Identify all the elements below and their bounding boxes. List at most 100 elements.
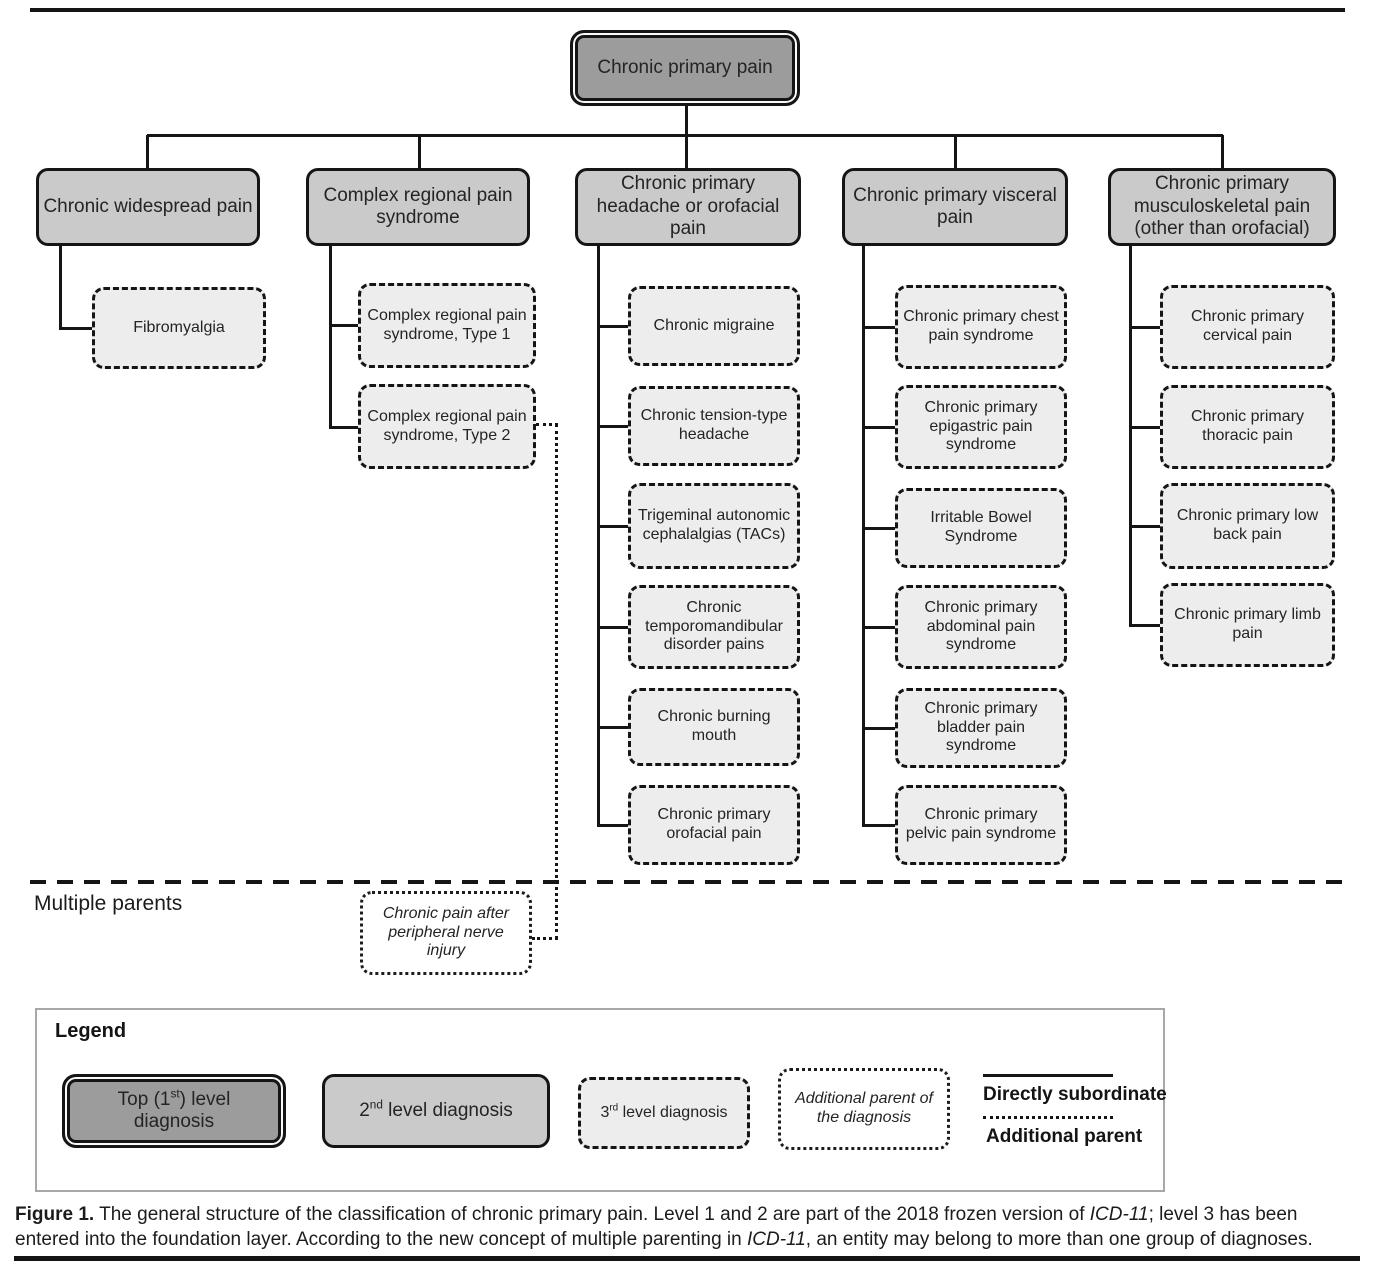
solid-connector	[598, 525, 628, 528]
chronic-primary-thoracic-pain-node: Chronic primary thoracic pain	[1160, 385, 1335, 469]
chronic-migraine-node: Chronic migraine	[628, 286, 800, 366]
legend-3rd-level-diagnosis-label: 3rd level diagnosis	[600, 1102, 728, 1121]
bottom-rule	[14, 1256, 1360, 1261]
complex-regional-pain-syndrome-node: Complex regional pain syndrome	[306, 168, 530, 246]
solid-connector	[598, 824, 628, 827]
chronic-primary-abdominal-pain-syndrome-label: Chronic primary abdominal pain syndrome	[924, 598, 1038, 654]
legend-3rd-level-diagnosis-node: 3rd level diagnosis	[578, 1077, 750, 1149]
solid-connector	[954, 135, 957, 169]
chronic-primary-pelvic-pain-syndrome-label: Chronic primary pelvic pain syndrome	[905, 806, 1057, 842]
chronic-migraine-label: Chronic migraine	[653, 316, 775, 334]
chronic-primary-visceral-pain-label: Chronic primary visceral pain	[853, 184, 1057, 228]
solid-connector	[598, 626, 628, 629]
chronic-temporomandibular-disorder-pains-label: Chronic temporomandibular disorder pains	[645, 598, 783, 654]
chronic-primary-pain-label: Chronic primary pain	[597, 56, 773, 78]
chronic-primary-pelvic-pain-syndrome-node: Chronic primary pelvic pain syndrome	[895, 785, 1067, 865]
chronic-burning-mouth-node: Chronic burning mouth	[628, 688, 800, 766]
solid-connector	[1130, 525, 1160, 528]
complex-regional-pain-syndrome-type-1-label: Complex regional pain syndrome, Type 1	[367, 306, 527, 343]
legend-2nd-level-diagnosis-node: 2nd level diagnosis	[322, 1074, 550, 1148]
chronic-widespread-pain-node: Chronic widespread pain	[36, 168, 260, 246]
chronic-burning-mouth-label: Chronic burning mouth	[657, 708, 771, 744]
solid-connector	[329, 245, 332, 429]
solid-connector	[863, 824, 895, 827]
solid-connector	[146, 135, 149, 169]
solid-connector	[1130, 326, 1160, 329]
additional-parent-label: Additional parent	[986, 1126, 1143, 1147]
chronic-primary-low-back-pain-node: Chronic primary low back pain	[1160, 483, 1335, 569]
solid-connector	[1129, 245, 1132, 627]
chronic-primary-abdominal-pain-syndrome-node: Chronic primary abdominal pain syndrome	[895, 585, 1067, 669]
chronic-temporomandibular-disorder-pains-node: Chronic temporomandibular disorder pains	[628, 585, 800, 669]
solid-connector	[60, 327, 92, 330]
trigeminal-autonomic-cephalalgias-label: Trigeminal autonomic cephalalgias (TACs)	[637, 507, 791, 543]
chronic-primary-cervical-pain-node: Chronic primary cervical pain	[1160, 285, 1335, 369]
solid-connector	[597, 245, 600, 827]
solid-connector	[418, 135, 421, 169]
solid-connector	[147, 134, 1223, 137]
solid-connector	[863, 626, 895, 629]
solid-connector	[598, 425, 628, 428]
legend-additional-parent-of-diagnosis-node: Additional parent of the diagnosis	[778, 1068, 950, 1150]
chronic-primary-bladder-pain-syndrome-node: Chronic primary bladder pain syndrome	[895, 688, 1067, 768]
chronic-primary-chest-pain-syndrome-node: Chronic primary chest pain syndrome	[895, 285, 1067, 369]
dotted-connector	[536, 423, 558, 426]
additional-parent-line-sample	[983, 1116, 1113, 1119]
solid-connector	[863, 727, 895, 730]
chronic-primary-headache-or-orofacial-pain-label: Chronic primary headache or orofacial pa…	[596, 173, 780, 240]
solid-connector	[1130, 426, 1160, 429]
chronic-tension-type-headache-label: Chronic tension-type headache	[640, 407, 788, 443]
legend-top-level-diagnosis-node: Top (1st) level diagnosis	[62, 1074, 286, 1148]
directly-subordinate-label: Directly subordinate	[983, 1084, 1167, 1105]
dotted-connector	[532, 937, 558, 940]
solid-connector	[59, 245, 62, 330]
chronic-primary-low-back-pain-label: Chronic primary low back pain	[1176, 507, 1319, 543]
complex-regional-pain-syndrome-type-2-label: Complex regional pain syndrome, Type 2	[367, 407, 527, 444]
chronic-primary-musculoskeletal-pain-node: Chronic primary musculoskeletal pain (ot…	[1108, 168, 1336, 246]
solid-connector	[863, 426, 895, 429]
legend-top-level-diagnosis-label: Top (1st) level diagnosis	[117, 1087, 231, 1132]
chronic-primary-bladder-pain-syndrome-label: Chronic primary bladder pain syndrome	[924, 699, 1038, 755]
directly-subordinate-line-sample	[983, 1074, 1113, 1077]
chronic-tension-type-headache-node: Chronic tension-type headache	[628, 386, 800, 466]
chronic-primary-pain-node: Chronic primary pain	[570, 30, 800, 106]
chronic-primary-visceral-pain-node: Chronic primary visceral pain	[842, 168, 1068, 246]
chronic-primary-musculoskeletal-pain-label: Chronic primary musculoskeletal pain (ot…	[1133, 173, 1311, 240]
solid-connector	[330, 324, 358, 327]
chronic-primary-epigastric-pain-syndrome-label: Chronic primary epigastric pain syndrome	[924, 398, 1038, 454]
solid-connector	[598, 726, 628, 729]
solid-connector	[862, 245, 865, 827]
legend-2nd-level-diagnosis-label: 2nd level diagnosis	[359, 1098, 513, 1121]
complex-regional-pain-syndrome-type-2-node: Complex regional pain syndrome, Type 2	[358, 384, 536, 469]
multiple-parents-label: Multiple parents	[34, 892, 183, 915]
chronic-primary-epigastric-pain-syndrome-node: Chronic primary epigastric pain syndrome	[895, 385, 1067, 469]
legend-additional-parent-of-diagnosis-label: Additional parent of the diagnosis	[795, 1090, 933, 1126]
solid-connector	[863, 326, 895, 329]
chronic-primary-limb-pain-label: Chronic primary limb pain	[1174, 606, 1321, 642]
complex-regional-pain-syndrome-type-1-node: Complex regional pain syndrome, Type 1	[358, 283, 536, 368]
chronic-pain-after-peripheral-nerve-injury-node: Chronic pain after peripheral nerve inju…	[360, 891, 532, 975]
chronic-primary-thoracic-pain-label: Chronic primary thoracic pain	[1191, 408, 1304, 444]
chronic-primary-limb-pain-node: Chronic primary limb pain	[1160, 583, 1335, 667]
chronic-widespread-pain-label: Chronic widespread pain	[43, 195, 253, 217]
top-rule	[30, 8, 1345, 12]
legend-title: Legend	[55, 1020, 127, 1042]
solid-connector	[1221, 135, 1224, 169]
figure-caption: Figure 1. The general structure of the c…	[15, 1204, 1313, 1251]
solid-connector	[330, 426, 358, 429]
multiple-parents-separator-line	[30, 880, 1345, 884]
chronic-primary-orofacial-pain-node: Chronic primary orofacial pain	[628, 785, 800, 865]
chronic-primary-headache-or-orofacial-pain-node: Chronic primary headache or orofacial pa…	[575, 168, 801, 246]
chronic-primary-chest-pain-syndrome-label: Chronic primary chest pain syndrome	[903, 308, 1059, 344]
solid-connector	[598, 325, 628, 328]
chronic-pain-after-peripheral-nerve-injury-label: Chronic pain after peripheral nerve inju…	[382, 904, 510, 960]
trigeminal-autonomic-cephalalgias-node: Trigeminal autonomic cephalalgias (TACs)	[628, 483, 800, 569]
irritable-bowel-syndrome-label: Irritable Bowel Syndrome	[930, 509, 1032, 545]
solid-connector	[1130, 624, 1160, 627]
solid-connector	[685, 106, 688, 168]
fibromyalgia-label: Fibromyalgia	[133, 318, 225, 336]
irritable-bowel-syndrome-node: Irritable Bowel Syndrome	[895, 488, 1067, 568]
chronic-primary-orofacial-pain-label: Chronic primary orofacial pain	[657, 806, 771, 842]
solid-connector	[863, 527, 895, 530]
